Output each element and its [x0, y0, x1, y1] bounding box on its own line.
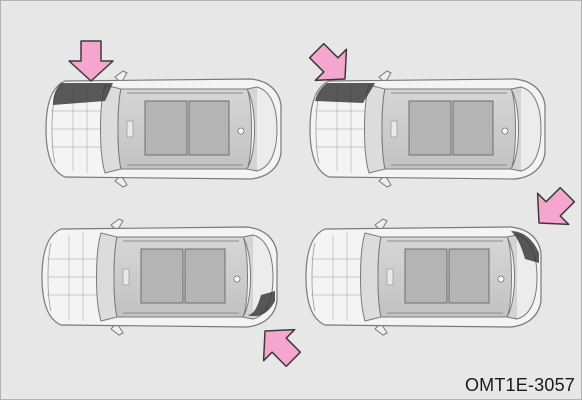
- car-rear-left-impact: [306, 219, 541, 335]
- figure-reference-code: OMT1E-3057: [465, 375, 575, 396]
- car-front-left-impact: [46, 71, 281, 187]
- arrow-down-left-diagonal-icon: [523, 179, 581, 238]
- car-rear-right-impact: [42, 219, 277, 335]
- car-front-corner-impact: [310, 71, 545, 187]
- arrow-down-icon: [69, 41, 113, 81]
